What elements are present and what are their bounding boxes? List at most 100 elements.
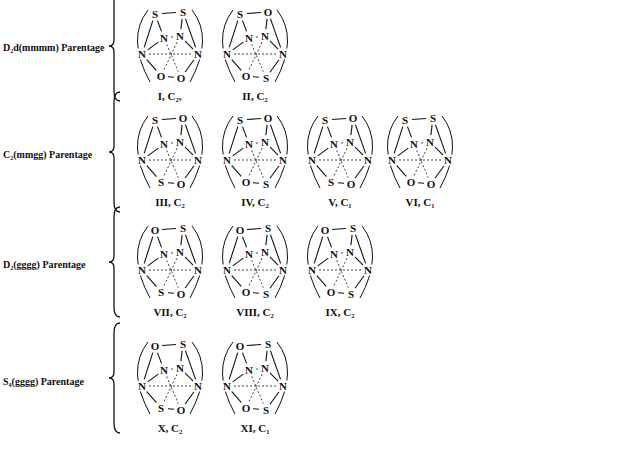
atom-label: N xyxy=(175,247,185,258)
bond-line xyxy=(233,42,244,50)
chelate-arc xyxy=(190,10,203,82)
chelate-arc xyxy=(275,226,288,298)
bond-line xyxy=(355,166,364,179)
dashed-edge xyxy=(256,142,258,143)
chelate-arc xyxy=(222,10,235,82)
atom-label: S xyxy=(262,73,270,84)
dashed-edge xyxy=(334,148,347,175)
isomer-caption: III, C₂ xyxy=(155,197,185,208)
bond-line xyxy=(270,166,279,179)
chelate-arc xyxy=(387,116,400,188)
atom-label: N xyxy=(222,381,232,392)
bond-line xyxy=(351,235,352,245)
atom-label: S xyxy=(179,223,187,234)
isomer-caption: XI, C₁ xyxy=(241,423,270,434)
atom-label: N xyxy=(244,365,254,376)
atom-label: N xyxy=(278,49,288,60)
atom-label: N xyxy=(137,49,147,60)
bond-line xyxy=(253,408,259,410)
chelate-arc xyxy=(137,10,150,82)
bond-line xyxy=(332,119,346,120)
atom-label: O xyxy=(150,341,161,352)
atom-label: S xyxy=(179,7,187,18)
isomer-caption: IV, C₂ xyxy=(241,197,269,208)
atom-label: N xyxy=(329,249,339,260)
bond-line xyxy=(355,257,363,265)
atom-label: S xyxy=(151,115,159,126)
bond-line xyxy=(162,119,176,120)
bond-line xyxy=(233,374,244,382)
dashed-edge xyxy=(234,54,276,55)
bond-line xyxy=(247,13,261,14)
atom-label: N xyxy=(345,137,355,148)
dashed-edge xyxy=(149,160,191,161)
atom-label: N xyxy=(137,265,147,276)
dashed-edge xyxy=(252,260,264,287)
atom-label: S xyxy=(157,287,165,298)
bond-line xyxy=(181,235,182,245)
atom-label: N xyxy=(137,381,147,392)
bond-line xyxy=(232,165,242,176)
atom-label: O xyxy=(346,179,357,190)
bond-line xyxy=(144,127,153,154)
bond-line xyxy=(158,353,162,364)
chelate-arc xyxy=(275,342,288,414)
bond-line xyxy=(181,125,182,135)
atom-label: S xyxy=(349,223,357,234)
bond-line xyxy=(185,41,193,49)
bond-line xyxy=(229,237,238,264)
atom-label: N xyxy=(175,363,185,374)
isomer-caption: VI, C₁ xyxy=(406,197,435,208)
atom-label: N xyxy=(260,31,270,42)
bond-line xyxy=(314,127,323,154)
chelate-arc xyxy=(137,226,150,298)
atom-label: N xyxy=(443,155,453,166)
atom-label: N xyxy=(159,365,169,376)
dashed-edge xyxy=(414,148,427,175)
atom-label: O xyxy=(176,73,187,84)
chelate-arc xyxy=(307,116,320,188)
atom-label: N xyxy=(278,155,288,166)
bond-line xyxy=(147,391,157,402)
bond-line xyxy=(162,345,176,346)
atom-label: O xyxy=(176,289,187,300)
isomer-caption: X, C₂ xyxy=(158,423,183,434)
isomer-caption: VIII, C₂ xyxy=(236,307,274,318)
bond-line xyxy=(185,147,193,155)
atom-label: O xyxy=(176,405,187,416)
bond-line xyxy=(435,147,443,155)
bond-line xyxy=(144,237,153,264)
bond-line xyxy=(270,235,280,264)
bond-line xyxy=(266,235,267,245)
bond-line xyxy=(397,165,407,176)
bond-line xyxy=(355,235,365,264)
bond-line xyxy=(158,21,162,32)
atom-label: O xyxy=(178,113,189,124)
atom-label: O xyxy=(263,113,274,124)
bond-line xyxy=(317,275,327,286)
dashed-edge xyxy=(319,160,361,161)
bond-line xyxy=(229,127,238,154)
atom-label: O xyxy=(348,113,359,124)
atom-label: S xyxy=(327,177,335,188)
atom-label: N xyxy=(363,265,373,276)
bond-line xyxy=(270,392,279,405)
atom-label: O xyxy=(150,225,161,236)
dashed-edge xyxy=(171,36,173,37)
atom-label: S xyxy=(321,115,329,126)
bond-line xyxy=(314,237,323,264)
bond-line xyxy=(338,182,344,184)
atom-label: N xyxy=(159,33,169,44)
dashed-edge xyxy=(319,270,361,271)
bond-line xyxy=(270,125,280,154)
atom-label: N xyxy=(222,265,232,276)
atom-label: N xyxy=(193,265,203,276)
bond-line xyxy=(338,292,344,294)
bond-line xyxy=(181,19,182,29)
parentage-label: D₂(gggg) Parentage xyxy=(3,260,86,270)
bond-line xyxy=(243,353,247,364)
bond-line xyxy=(232,275,242,286)
bond-line xyxy=(158,127,162,138)
atom-label: S xyxy=(429,113,437,124)
bond-line xyxy=(253,76,259,78)
